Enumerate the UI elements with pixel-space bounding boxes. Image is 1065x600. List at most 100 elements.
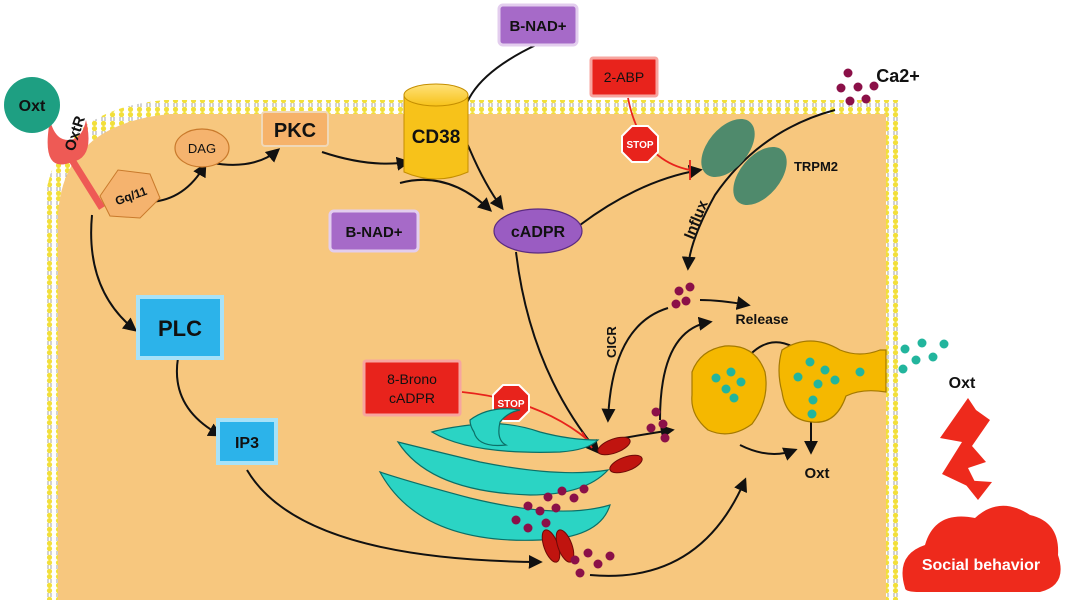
ca-dot: [523, 501, 533, 511]
trpm2-subunit-lower: [733, 146, 787, 206]
ryr-channel-lower: [609, 454, 643, 474]
cd38-channel: CD38: [403, 83, 469, 180]
gq-shape: [99, 169, 161, 219]
pkc-node: PKC: [261, 111, 329, 147]
plc-box: [136, 295, 224, 360]
ca-dot: [869, 81, 879, 91]
calcium-intracellular: [511, 282, 695, 578]
arrow-influx: [681, 109, 836, 271]
ca-dot: [685, 282, 695, 292]
ca-dot: [658, 419, 668, 429]
arrow-ip3-er: [246, 469, 543, 569]
arrow-cd38-cadpr: [399, 178, 493, 212]
bnad-top-box: [497, 3, 579, 47]
oxt-granules-left: [711, 367, 746, 403]
bnad-top-node: B-NAD+: [497, 3, 579, 47]
gq-protein: Gq/11: [99, 169, 161, 219]
ca-dot: [651, 407, 661, 417]
oxt-outside-label: Oxt: [949, 375, 976, 392]
oxt-granule: [855, 367, 865, 377]
oxt-granule: [726, 367, 736, 377]
ca-dot: [575, 568, 585, 578]
oxt-granule: [911, 355, 921, 365]
er-release-channels: [541, 436, 643, 563]
dag-node: DAG: [174, 128, 230, 168]
oxt-granule: [898, 364, 908, 374]
oxt-granule: [939, 339, 949, 349]
oxt-granule: [721, 384, 731, 394]
brono-label-line2: cADPR: [389, 390, 435, 406]
stop-octagon-top: [621, 125, 659, 163]
cicr-label: CICR: [604, 326, 619, 358]
oxt-granule: [793, 372, 803, 382]
ip3-box: [216, 418, 278, 465]
trpm2-subunit-upper: [701, 118, 755, 178]
dag-label: DAG: [188, 141, 216, 156]
oxt-granule: [917, 338, 927, 348]
lightning-bolt-icon: [940, 398, 990, 492]
ca-dot: [660, 433, 670, 443]
ca-dot: [674, 286, 684, 296]
oxt-extracellular: [898, 338, 949, 374]
lightning-arrow-head: [962, 480, 992, 500]
ca-dot: [845, 96, 855, 106]
inhibit-er-line: [461, 391, 589, 441]
abp-box: [589, 56, 659, 98]
plc-label: PLC: [158, 316, 202, 341]
ryr-channel-upper: [597, 436, 631, 456]
oxt-granule: [900, 344, 910, 354]
social-behavior-label: Social behavior: [922, 557, 1040, 574]
release-label: Release: [736, 311, 789, 327]
oxt-granule: [830, 375, 840, 385]
cadpr-node: cADPR: [493, 208, 583, 254]
ca-dot: [593, 559, 603, 569]
bnad-inner-box: [328, 209, 420, 253]
oxt-secreted-label: Oxt: [804, 465, 829, 482]
ca-dot: [543, 492, 553, 502]
stop-top-label: STOP: [626, 140, 653, 151]
oxt-granules-right: [793, 357, 865, 419]
ca-dot: [836, 83, 846, 93]
pkc-box: [261, 111, 329, 147]
ca-dot: [541, 518, 551, 528]
oxt-granule: [807, 409, 817, 419]
oxt-granule: [808, 395, 818, 405]
abp-inhibitor: 2-ABP: [589, 56, 659, 98]
endoplasmic-reticulum: [378, 408, 611, 541]
oxt-granule: [813, 379, 823, 389]
vesicle-left: [691, 345, 767, 435]
dag-ellipse: [174, 128, 230, 168]
ca-dot: [535, 506, 545, 516]
arrow-er-ca-up: [659, 316, 713, 421]
ip3-node: IP3: [216, 418, 278, 465]
oxtr-stem: [69, 158, 105, 210]
cd38-label: CD38: [412, 127, 461, 148]
cytoplasm: [58, 114, 886, 600]
arrow-cicr: [601, 307, 669, 423]
bnad-top-label: B-NAD+: [509, 18, 566, 35]
arrow-vesicle-to-vesicle: [739, 444, 798, 461]
oxt-granule: [736, 377, 746, 387]
ca-dot: [551, 503, 561, 513]
ca-dot: [646, 423, 656, 433]
ca-dot: [511, 515, 521, 525]
ca-dot: [605, 551, 615, 561]
ca-dot: [583, 548, 593, 558]
ca-dot: [861, 94, 871, 104]
arrow-dag-pkc: [211, 148, 281, 166]
pkc-label: PKC: [274, 120, 316, 142]
cadpr-ellipse: [493, 208, 583, 254]
er-outer-cisterna: [378, 470, 611, 541]
oxt-receptor-group: Oxt OxtR: [4, 77, 105, 210]
er-middle-cisterna: [396, 441, 610, 496]
arrow-cadpr-er: [515, 251, 600, 455]
trpm2-label: TRPM2: [794, 159, 838, 174]
brono-box: [362, 359, 462, 417]
ca-dot: [557, 486, 567, 496]
ca-dot: [570, 555, 580, 565]
arrow-ca-to-vesicles: [699, 296, 751, 310]
ca-dot: [671, 299, 681, 309]
oxt-granule: [711, 373, 721, 383]
ca-dot: [853, 82, 863, 92]
